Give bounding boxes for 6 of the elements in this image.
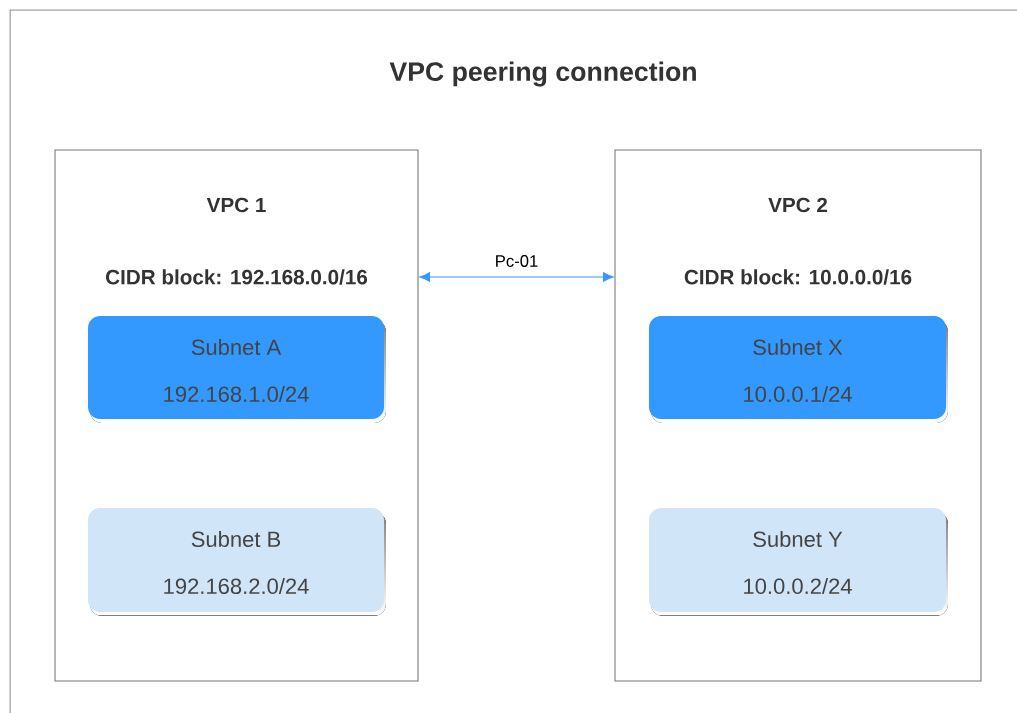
subnet-box: Subnet X 10.0.0.1/24 [649, 316, 948, 423]
edge-label: Pc-01 [496, 255, 538, 267]
subnet-box: Subnet Y 10.0.0.2/24 [649, 508, 948, 616]
arrow [419, 272, 614, 282]
subnet-box: Subnet A 192.168.1.0/24 [88, 316, 386, 423]
subnet-box: Subnet B 192.168.2.0/24 [88, 508, 386, 616]
